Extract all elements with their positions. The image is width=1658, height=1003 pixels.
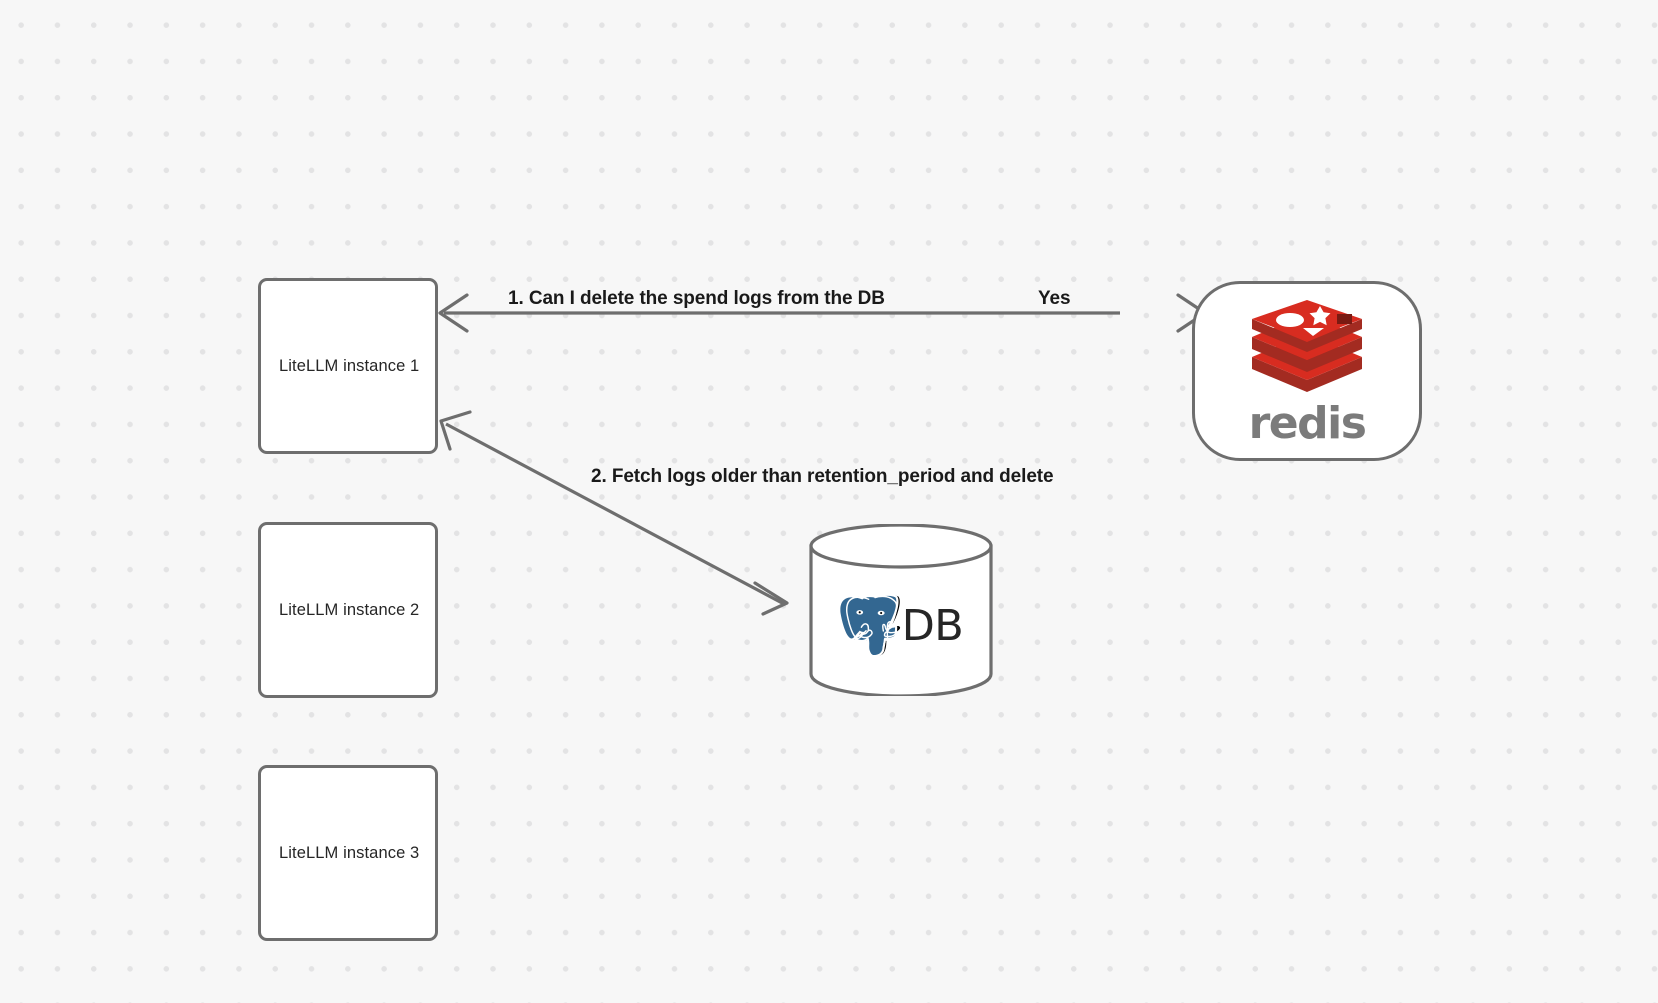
redis-wordmark: redis <box>1248 398 1367 449</box>
node-label-litellm-instance-3: LiteLLM instance 3 <box>279 843 420 862</box>
redis-logo-icon <box>1252 300 1362 392</box>
edge-label-step-2: 2. Fetch logs older than retention_perio… <box>591 466 1054 487</box>
postgresql-elephant-icon <box>838 595 900 657</box>
node-litellm-instance-1[interactable]: LiteLLM instance 1 <box>258 278 438 454</box>
node-database[interactable]: DB <box>808 523 994 698</box>
node-label-litellm-instance-1: LiteLLM instance 1 <box>279 356 420 375</box>
edge-label-answer-yes: Yes <box>1038 288 1071 309</box>
node-litellm-instance-3[interactable]: LiteLLM instance 3 <box>258 765 438 941</box>
postgres-logo-group: DB <box>838 595 964 657</box>
edge-label-step-1: 1. Can I delete the spend logs from the … <box>508 288 885 309</box>
node-litellm-instance-2[interactable]: LiteLLM instance 2 <box>258 522 438 698</box>
cylinder-shape <box>809 523 993 698</box>
node-label-litellm-instance-2: LiteLLM instance 2 <box>279 600 420 619</box>
node-redis[interactable]: redis <box>1192 281 1422 461</box>
database-wordmark: DB <box>901 600 964 651</box>
redis-logo-group: redis <box>1248 300 1367 449</box>
database-content-wrap: DB <box>808 524 994 696</box>
